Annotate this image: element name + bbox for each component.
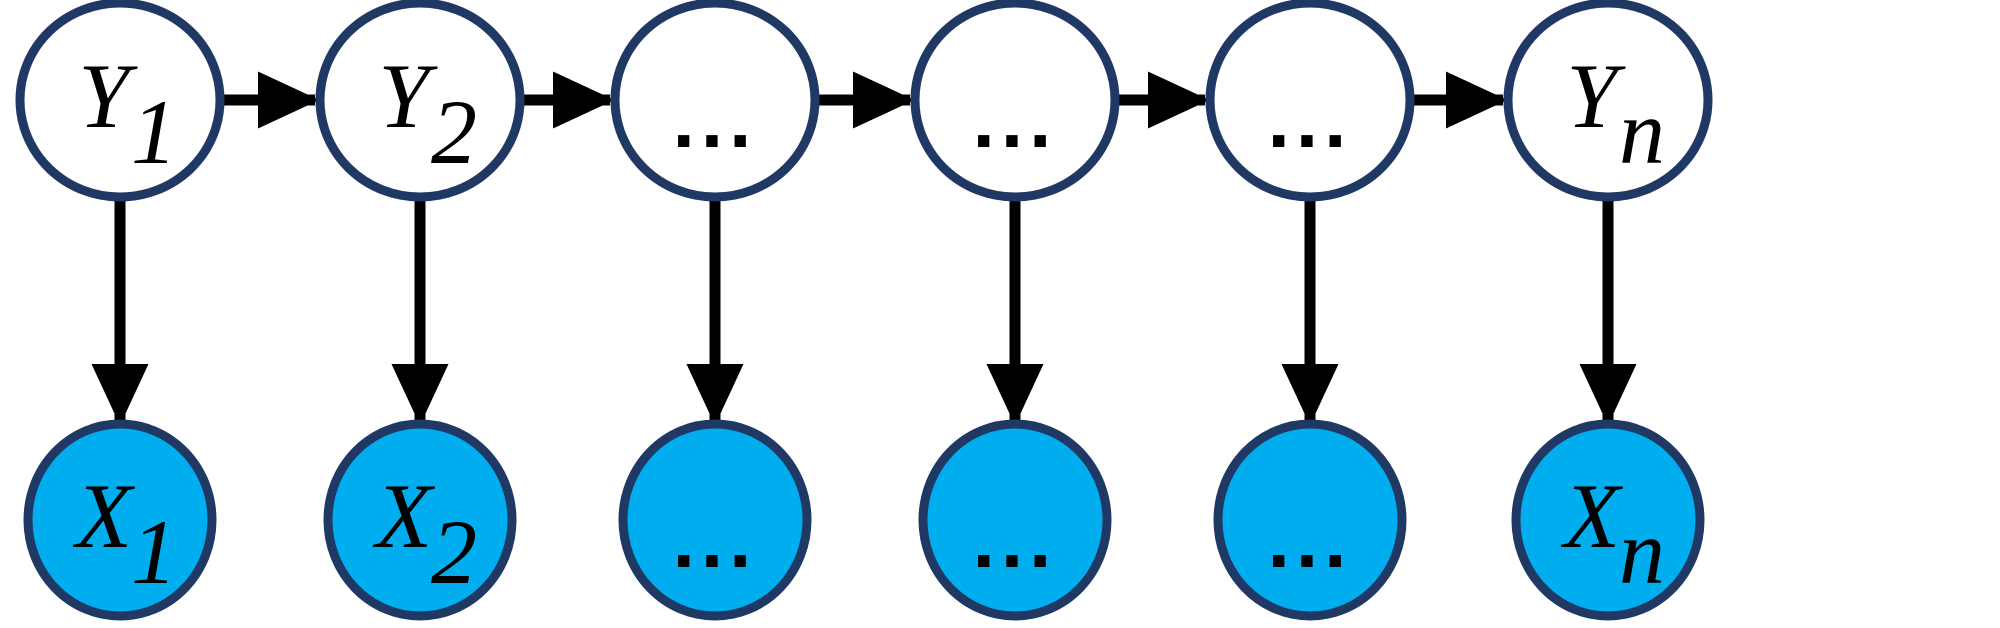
observed-variable-node[interactable]: ... (618, 419, 812, 621)
observed-variable-node-circle[interactable] (323, 419, 517, 621)
observed-variable-node-circle[interactable] (23, 419, 217, 621)
observed-variable-node[interactable]: ... (918, 419, 1112, 621)
observed-variable-node-circle[interactable] (618, 419, 812, 621)
observed-variable-node-circle[interactable] (1511, 419, 1705, 621)
hidden-state-node[interactable]: ... (910, 0, 1120, 202)
hidden-state-node-circle[interactable] (610, 0, 820, 202)
hidden-state-node-circle[interactable] (910, 0, 1120, 202)
hidden-state-node-circle[interactable] (1503, 0, 1713, 202)
vertical-edge-layer (91, 198, 1637, 426)
hidden-state-node[interactable]: ... (1205, 0, 1415, 202)
observed-node-layer: X1 X2......... Xn (23, 419, 1705, 621)
hidden-state-node-circle[interactable] (1205, 0, 1415, 202)
observed-variable-node[interactable]: ... (1213, 419, 1407, 621)
hidden-state-node[interactable]: ... (610, 0, 820, 202)
observed-variable-node-circle[interactable] (1213, 419, 1407, 621)
observed-variable-node-circle[interactable] (918, 419, 1112, 621)
observed-variable-node[interactable]: X1 (23, 419, 217, 621)
observed-variable-node[interactable]: X2 (323, 419, 517, 621)
hidden-state-node-circle[interactable] (15, 0, 225, 202)
observed-variable-node[interactable]: Xn (1511, 419, 1705, 621)
hidden-state-node-circle[interactable] (315, 0, 525, 202)
